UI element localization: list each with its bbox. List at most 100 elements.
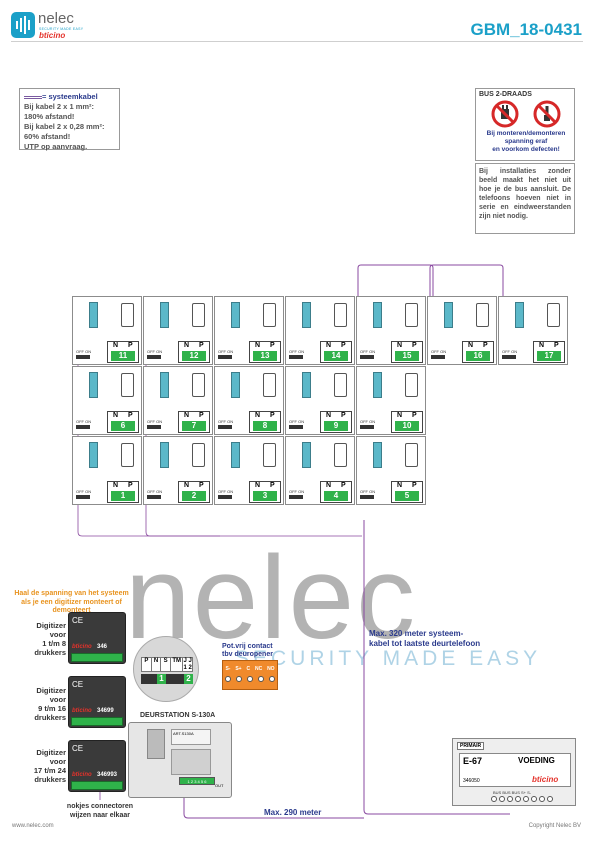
p-label: P [412, 412, 417, 419]
warning-line-1: Bij monteren/demonteren [486, 130, 566, 137]
phone-number: 16 [466, 351, 490, 361]
dip-switch-icon [289, 425, 303, 429]
legend-line-3: 180% afstand! [24, 112, 75, 121]
door-station-module [171, 749, 211, 775]
installation-note: Bij installaties zonder beeld maakt het … [475, 163, 575, 234]
phone-number: 2 [182, 491, 206, 501]
phone-number: 11 [111, 351, 135, 361]
p-label: P [483, 342, 488, 349]
max-290-label: Max. 290 meter [264, 808, 322, 817]
power-supply: PRIMAIR E-67 VOEDING 346050 bticino BUS … [452, 738, 576, 806]
phone-number: 7 [182, 421, 206, 431]
switch-label: OFF ON [76, 349, 92, 354]
switch-label: OFF ON [76, 489, 92, 494]
switch-label: OFF ON [76, 419, 92, 424]
p-label: P [128, 342, 133, 349]
p-label: P [270, 482, 275, 489]
phone-number: 4 [324, 491, 348, 501]
phone-terminal-icon [373, 372, 382, 398]
dip-switch-icon [289, 495, 303, 499]
p-label: P [128, 482, 133, 489]
handset-icon [405, 373, 418, 397]
handset-icon [192, 303, 205, 327]
door-station-title: DEURSTATION S-130A [140, 712, 216, 719]
phone-terminal-icon [160, 372, 169, 398]
switch-label: OFF ON [289, 419, 305, 424]
brand-name: nelec [38, 10, 74, 27]
dip-switch-icon [218, 425, 232, 429]
legend-line-2: Bij kabel 2 x 1 mm²: [24, 102, 95, 111]
handset-icon [121, 443, 134, 467]
p-label: P [270, 412, 275, 419]
p-label: P [199, 482, 204, 489]
n-label: N [184, 412, 190, 419]
psu-brand: bticino [532, 775, 559, 784]
n-label: N [255, 482, 261, 489]
phone-terminal-icon [89, 372, 98, 398]
digitizer-brand: bticino [72, 772, 92, 778]
switch-label: OFF ON [147, 489, 163, 494]
handset-icon [121, 373, 134, 397]
n-label: N [113, 412, 119, 419]
n-label: N [184, 482, 190, 489]
phone-terminal-icon [160, 302, 169, 328]
phone-number: 13 [253, 351, 277, 361]
zoom-connector [141, 674, 193, 684]
header-divider [11, 41, 583, 42]
digitizer-code: 346993 [97, 772, 118, 778]
psu-code: 346050 [463, 778, 480, 784]
handset-icon [405, 443, 418, 467]
phone-number: 17 [537, 351, 561, 361]
n-label: N [255, 342, 261, 349]
digitizer-code: 346 [97, 644, 108, 650]
switch-label: OFF ON [289, 489, 305, 494]
psu-terminal-tags: BUS BUS BUS S+ S- [493, 790, 532, 795]
door-station-terminals: 1 2 3 4 5 6 [179, 777, 215, 785]
power-off-note: Haal de spanning van het systeem als je … [14, 590, 129, 614]
ce-mark-icon: CE [72, 680, 84, 689]
phone-number: 15 [395, 351, 419, 361]
psu-label-panel: E-67 VOEDING 346050 bticino [459, 753, 571, 787]
watermark-sub: SECURITY MADE EASY [235, 647, 542, 670]
p-label: P [199, 342, 204, 349]
phone-number: 5 [395, 491, 419, 501]
dip-switch-icon [76, 355, 90, 359]
handset-icon [547, 303, 560, 327]
warning-title: BUS 2-DRAADS [479, 91, 532, 98]
contact-screws [223, 672, 277, 682]
legend-line-4: Bij kabel 2 x 0,28 mm²: [24, 122, 105, 131]
phone-number: 1 [111, 491, 135, 501]
system-cable-icon [24, 95, 42, 99]
psu-terminals [491, 796, 553, 802]
dip-switch-icon [147, 425, 161, 429]
p-label: P [128, 412, 133, 419]
warning-text: Bij monteren/demonteren spanning eraf en… [476, 130, 576, 154]
phone-terminal-icon [444, 302, 453, 328]
phone-terminal-icon [373, 302, 382, 328]
door-station-code: ART.S130A [171, 729, 211, 745]
handset-icon [263, 443, 276, 467]
digitizer-brand: bticino [72, 644, 92, 650]
switch-label: OFF ON [360, 419, 376, 424]
